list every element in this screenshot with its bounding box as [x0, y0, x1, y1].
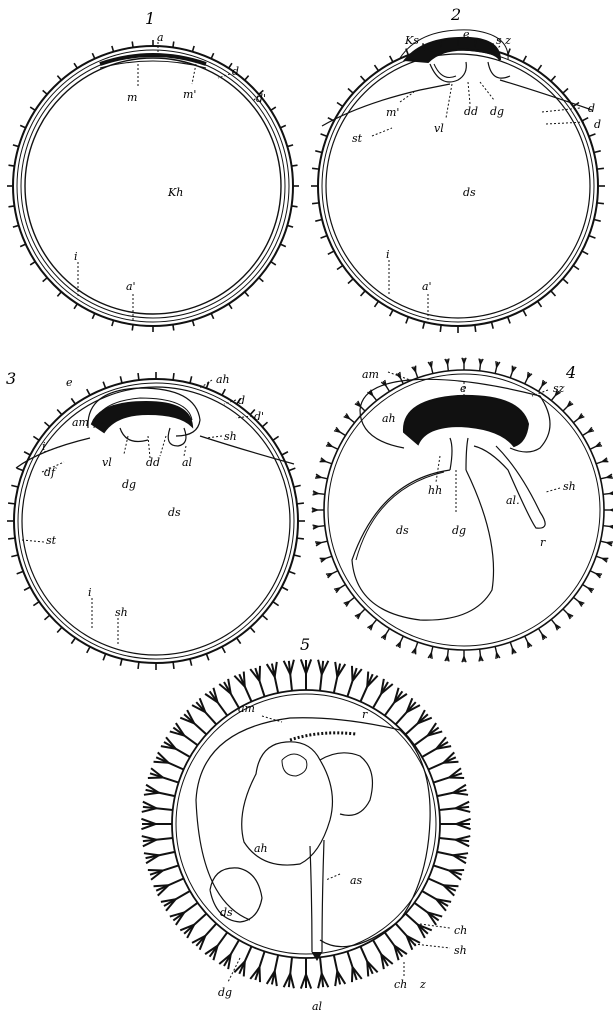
figure-1-labels: 1 a m m' d d' Kh i a'	[74, 9, 266, 293]
label-sh: sh	[563, 480, 576, 493]
label-ah: ah	[254, 842, 268, 855]
label-i-lower: i	[88, 586, 92, 599]
label-dg: dg	[218, 986, 232, 999]
label-i: i	[42, 440, 46, 453]
label-i: i	[386, 248, 390, 261]
label-m-prime: m'	[386, 106, 399, 119]
label-st: st	[46, 534, 57, 547]
figure-number: 1	[145, 9, 155, 28]
label-al: al	[312, 1000, 323, 1013]
label-ds: ds	[220, 906, 233, 919]
label-d-prime: d'	[256, 92, 266, 105]
label-d: d	[238, 394, 245, 407]
figure-number: 5	[300, 635, 310, 654]
figure-1-drawing	[7, 40, 299, 332]
label-dg: dg	[452, 524, 466, 537]
label-i: i	[74, 250, 78, 263]
label-ah: ah	[216, 373, 230, 386]
label-am: am	[362, 368, 379, 381]
label-d-second: d	[594, 118, 601, 131]
label-d-prime: d'	[254, 410, 264, 423]
label-r: r	[362, 708, 368, 721]
label-dd: dd	[146, 456, 160, 469]
label-a-prime: a'	[126, 280, 136, 293]
label-m: m	[127, 91, 137, 104]
label-m-prime: m'	[183, 88, 196, 101]
figure-2-drawing	[311, 30, 605, 333]
label-df: df	[44, 466, 57, 479]
label-ds: ds	[168, 506, 181, 519]
label-sh: sh	[454, 944, 467, 957]
label-e: e	[460, 382, 467, 395]
label-d: d	[588, 102, 595, 115]
label-e: e	[463, 28, 470, 41]
label-am: am	[72, 416, 89, 429]
label-vl: vl	[102, 456, 112, 469]
label-r: r	[540, 536, 546, 549]
label-ds: ds	[396, 524, 409, 537]
label-sz: s z	[496, 34, 511, 47]
label-al: al.	[506, 494, 520, 507]
label-ch: ch	[454, 924, 467, 937]
label-d: d	[232, 65, 239, 78]
label-kh: Kh	[167, 186, 183, 199]
label-dg: dg	[122, 478, 136, 491]
label-sh-lower: sh	[115, 606, 128, 619]
label-z: z	[419, 978, 426, 991]
label-e: e	[66, 376, 73, 389]
label-ch-lower: ch	[394, 978, 407, 991]
label-a: a	[157, 31, 164, 44]
figure-4-drawing	[312, 358, 613, 662]
label-a-prime: a'	[422, 280, 432, 293]
label-ds: ds	[463, 186, 476, 199]
label-st: st	[352, 132, 363, 145]
figure-number: 3	[6, 369, 16, 388]
label-ks: Ks	[404, 34, 419, 47]
label-dg: dg	[490, 105, 504, 118]
label-am: am	[238, 702, 255, 715]
label-hh: hh	[428, 484, 442, 497]
figure-number: 4	[565, 363, 576, 382]
label-vl: vl	[434, 122, 444, 135]
label-as: as	[350, 874, 363, 887]
label-ah: ah	[382, 412, 396, 425]
figure-number: 2	[450, 5, 461, 24]
label-sz: sz	[553, 382, 565, 395]
label-dd: dd	[464, 105, 478, 118]
label-sh: sh	[224, 430, 237, 443]
figure-4-labels: 4 am e sz ah hh al. sh ds dg r	[362, 363, 576, 549]
label-al: al	[182, 456, 193, 469]
figure-5-drawing	[141, 659, 470, 988]
